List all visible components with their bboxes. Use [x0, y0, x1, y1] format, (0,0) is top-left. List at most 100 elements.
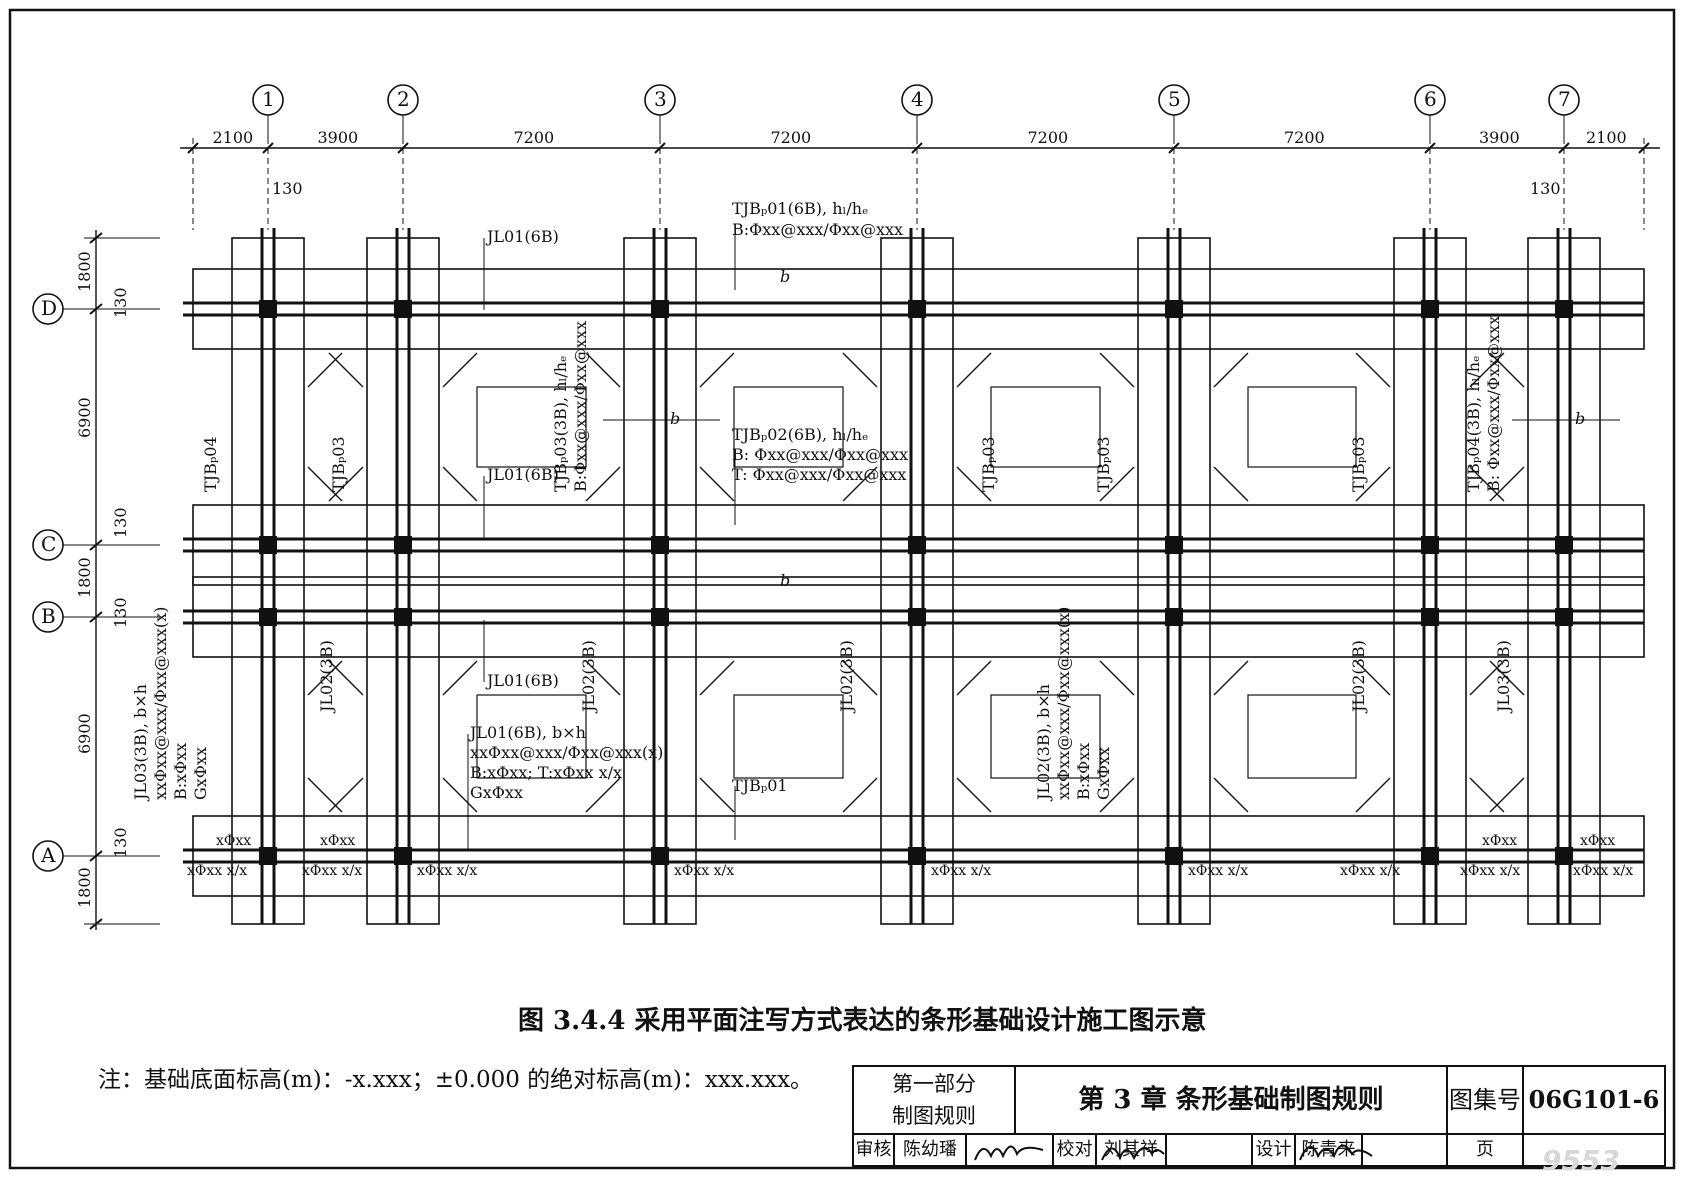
- sheet-border: [8, 8, 1676, 1170]
- left-dimension: 130: [111, 597, 130, 628]
- axis-label-horizontal: B: [41, 604, 56, 628]
- bay-inner-line: [476, 386, 587, 468]
- top-dim-tick: [187, 142, 199, 154]
- tb-part-line1: 第一部分: [892, 1072, 976, 1096]
- plan-geometry: [32, 84, 1660, 930]
- watermark-logo: 9553: [1542, 1144, 1620, 1177]
- bay-inner-line: [1247, 386, 1357, 468]
- annot-jl02-a: JL02(3B): [317, 640, 336, 712]
- axis-label-horizontal: D: [41, 296, 58, 320]
- top-dimension: 7200: [1284, 128, 1325, 147]
- top-dimension: 7200: [770, 128, 812, 147]
- left-dimension: 130: [111, 507, 130, 538]
- column: [908, 847, 926, 865]
- annot-jl02-v2: xxΦxx@xxx/Φxx@xxx(x): [1054, 606, 1073, 800]
- column: [1165, 300, 1183, 318]
- left-dimension: 6900: [75, 713, 94, 754]
- offset-dimension: 130: [1530, 179, 1561, 198]
- top-dimension: 2100: [1586, 128, 1627, 147]
- column: [259, 536, 277, 554]
- column: [1421, 300, 1439, 318]
- annot-tjbp03-v2: B:Φxx@xxx/Φxx@xxx: [571, 320, 590, 492]
- annot-tjbp04-v1: TJBₚ04(3B), hₗ/hₑ: [1464, 355, 1483, 492]
- axis-label-vertical: 6: [1424, 87, 1437, 111]
- top-dim-tick: [397, 142, 409, 154]
- strip-footing-h: [192, 576, 1645, 658]
- annot-tjbp03-v1: TJBₚ03(3B), hₗ/hₑ: [551, 355, 570, 492]
- annot-jl01-mid: JL01(6B): [487, 465, 559, 484]
- annot-tjbp02-l1: TJBₚ02(6B), hₗ/hₑ: [732, 425, 869, 444]
- annot-tjbp03-a: TJBₚ03: [329, 436, 348, 492]
- bay-inner-line: [1247, 694, 1357, 779]
- annot-jl03-v2: xxΦxx@xxx/Φxx@xxx(x): [151, 606, 170, 800]
- annot-tjbp04-short: TJBₚ04: [201, 436, 220, 492]
- column: [908, 300, 926, 318]
- rebar-label: xΦxx x/x: [1188, 863, 1249, 879]
- column: [908, 536, 926, 554]
- rebar-label: xΦxx x/x: [674, 863, 735, 879]
- bay-inner-line: [733, 386, 844, 468]
- annot-tjbp03-d: TJBₚ03: [1349, 436, 1368, 492]
- annot-tjbp02-l2: B: Φxx@xxx/Φxx@xxx: [732, 445, 909, 464]
- column: [1165, 847, 1183, 865]
- tb-design-name: 陈青来: [1301, 1139, 1356, 1160]
- haunch-line: [1213, 352, 1391, 502]
- top-dimension: 7200: [1027, 128, 1069, 147]
- top-dim-tick: [654, 142, 666, 154]
- axis-label-vertical: 4: [911, 87, 924, 111]
- annot-jl01-det3: B:xΦxx; T:xΦxx x/x: [470, 763, 623, 782]
- strip-footing-v: [623, 237, 697, 925]
- rebar-label: xΦxx x/x: [1460, 863, 1521, 879]
- strip-footing-h: [192, 815, 1645, 897]
- annot-jl03-v1: JL03(3B), b×h: [131, 684, 150, 800]
- annot-b-1: b: [670, 409, 681, 428]
- annot-tjbp02-l3: T: Φxx@xxx/Φxx@xxx: [732, 465, 907, 484]
- rebar-label: xΦxx x/x: [417, 863, 478, 879]
- top-dimension: 3900: [1479, 128, 1520, 147]
- strip-footing-v: [231, 237, 305, 925]
- top-dim-tick: [262, 142, 274, 154]
- annot-jl01-det1: JL01(6B), b×h: [470, 723, 586, 742]
- column: [651, 300, 669, 318]
- annot-b-4: b: [780, 571, 791, 590]
- left-dimension: 130: [111, 827, 130, 858]
- rebar-label: xΦxx: [216, 833, 252, 849]
- axis-label-vertical: 7: [1558, 87, 1571, 111]
- tb-check-label: 校对: [1056, 1139, 1093, 1160]
- tb-page-label: 页: [1476, 1139, 1494, 1160]
- haunch-line: [699, 352, 878, 502]
- annot-jl01-low: JL01(6B): [487, 671, 559, 690]
- haunch-line: [1469, 660, 1525, 813]
- rebar-label: xΦxx x/x: [931, 863, 992, 879]
- annot-jl01-det2: xxΦxx@xxx/Φxx@xxx(x): [470, 743, 664, 762]
- tb-check-name: 刘其祥: [1104, 1139, 1158, 1160]
- top-dim-tick: [911, 142, 923, 154]
- column: [1165, 608, 1183, 626]
- axis-label-horizontal: A: [41, 843, 56, 867]
- rebar-label: xΦxx x/x: [187, 863, 248, 879]
- annot-b-2: b: [1575, 409, 1586, 428]
- top-dim-tick: [1558, 142, 1570, 154]
- column: [1555, 300, 1573, 318]
- tb-review-label: 审核: [855, 1139, 892, 1160]
- left-dimension: 1800: [75, 867, 94, 908]
- strip-footing-h: [192, 504, 1645, 586]
- left-dimension: 130: [111, 287, 130, 318]
- column: [1555, 536, 1573, 554]
- bay-inner-line: [990, 386, 1101, 468]
- figure-caption: 图 3.4.4 采用平面注写方式表达的条形基础设计施工图示意: [518, 1006, 1207, 1036]
- left-dimension: 1800: [75, 557, 94, 598]
- haunch-line: [307, 352, 364, 502]
- bay-inner-line: [990, 694, 1101, 779]
- bay-inner-line: [476, 694, 587, 779]
- annot-tjbp04-v2: B: Φxx@xxx/Φxx@xxx: [1484, 315, 1503, 492]
- axis-label-vertical: 5: [1168, 87, 1181, 111]
- column: [259, 847, 277, 865]
- annot-tjbp01-l2: B:Φxx@xxx/Φxx@xxx: [732, 220, 904, 239]
- column: [651, 536, 669, 554]
- top-dim-tick: [1638, 142, 1650, 154]
- tb-review-name: 陈幼璠: [903, 1139, 957, 1160]
- tb-atlas-no: 06G101-6: [1528, 1085, 1660, 1114]
- column: [394, 300, 412, 318]
